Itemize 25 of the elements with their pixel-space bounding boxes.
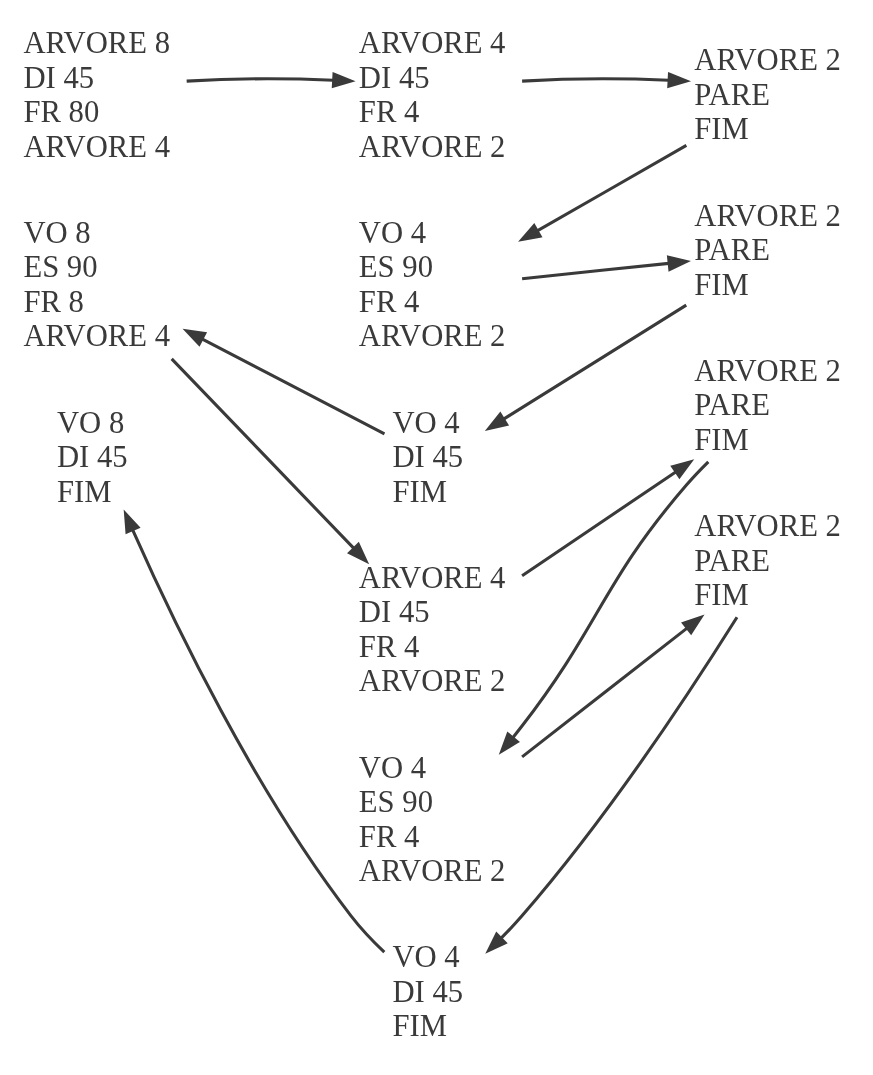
node-text: VO 4 ES 90 FR 4 ARVORE 2 (358, 750, 506, 889)
arrow (123, 509, 386, 954)
arrow (485, 616, 739, 954)
arrow (484, 303, 688, 431)
arrow (521, 255, 691, 281)
arrow (498, 460, 710, 755)
node-text: ARVORE 8 DI 45 FR 80 ARVORE 4 (23, 26, 170, 164)
node-text: VO 4 DI 45 FIM (392, 405, 464, 509)
arrow (170, 357, 370, 565)
arrow (182, 328, 386, 436)
node-text: VO 4 DI 45 FIM (392, 940, 464, 1044)
node-text: ARVORE 2 PARE FIM (694, 43, 841, 147)
node-text: VO 4 ES 90 FR 4 ARVORE 2 (358, 215, 506, 354)
node-text: ARVORE 2 PARE FIM (694, 353, 841, 457)
node-text: ARVORE 2 PARE FIM (694, 509, 841, 613)
arrow (186, 71, 356, 89)
node-text: VO 8 DI 45 FIM (56, 405, 128, 509)
node-text: VO 8 ES 90 FR 8 ARVORE 4 (23, 215, 170, 354)
arrow (518, 144, 688, 242)
arrow (521, 614, 705, 759)
arrow (521, 459, 695, 578)
node-text: ARVORE 4 DI 45 FR 4 ARVORE 2 (358, 26, 506, 164)
arrow (522, 71, 692, 89)
node-text: ARVORE 2 PARE FIM (694, 198, 841, 302)
node-text: ARVORE 4 DI 45 FR 4 ARVORE 2 (358, 560, 506, 699)
